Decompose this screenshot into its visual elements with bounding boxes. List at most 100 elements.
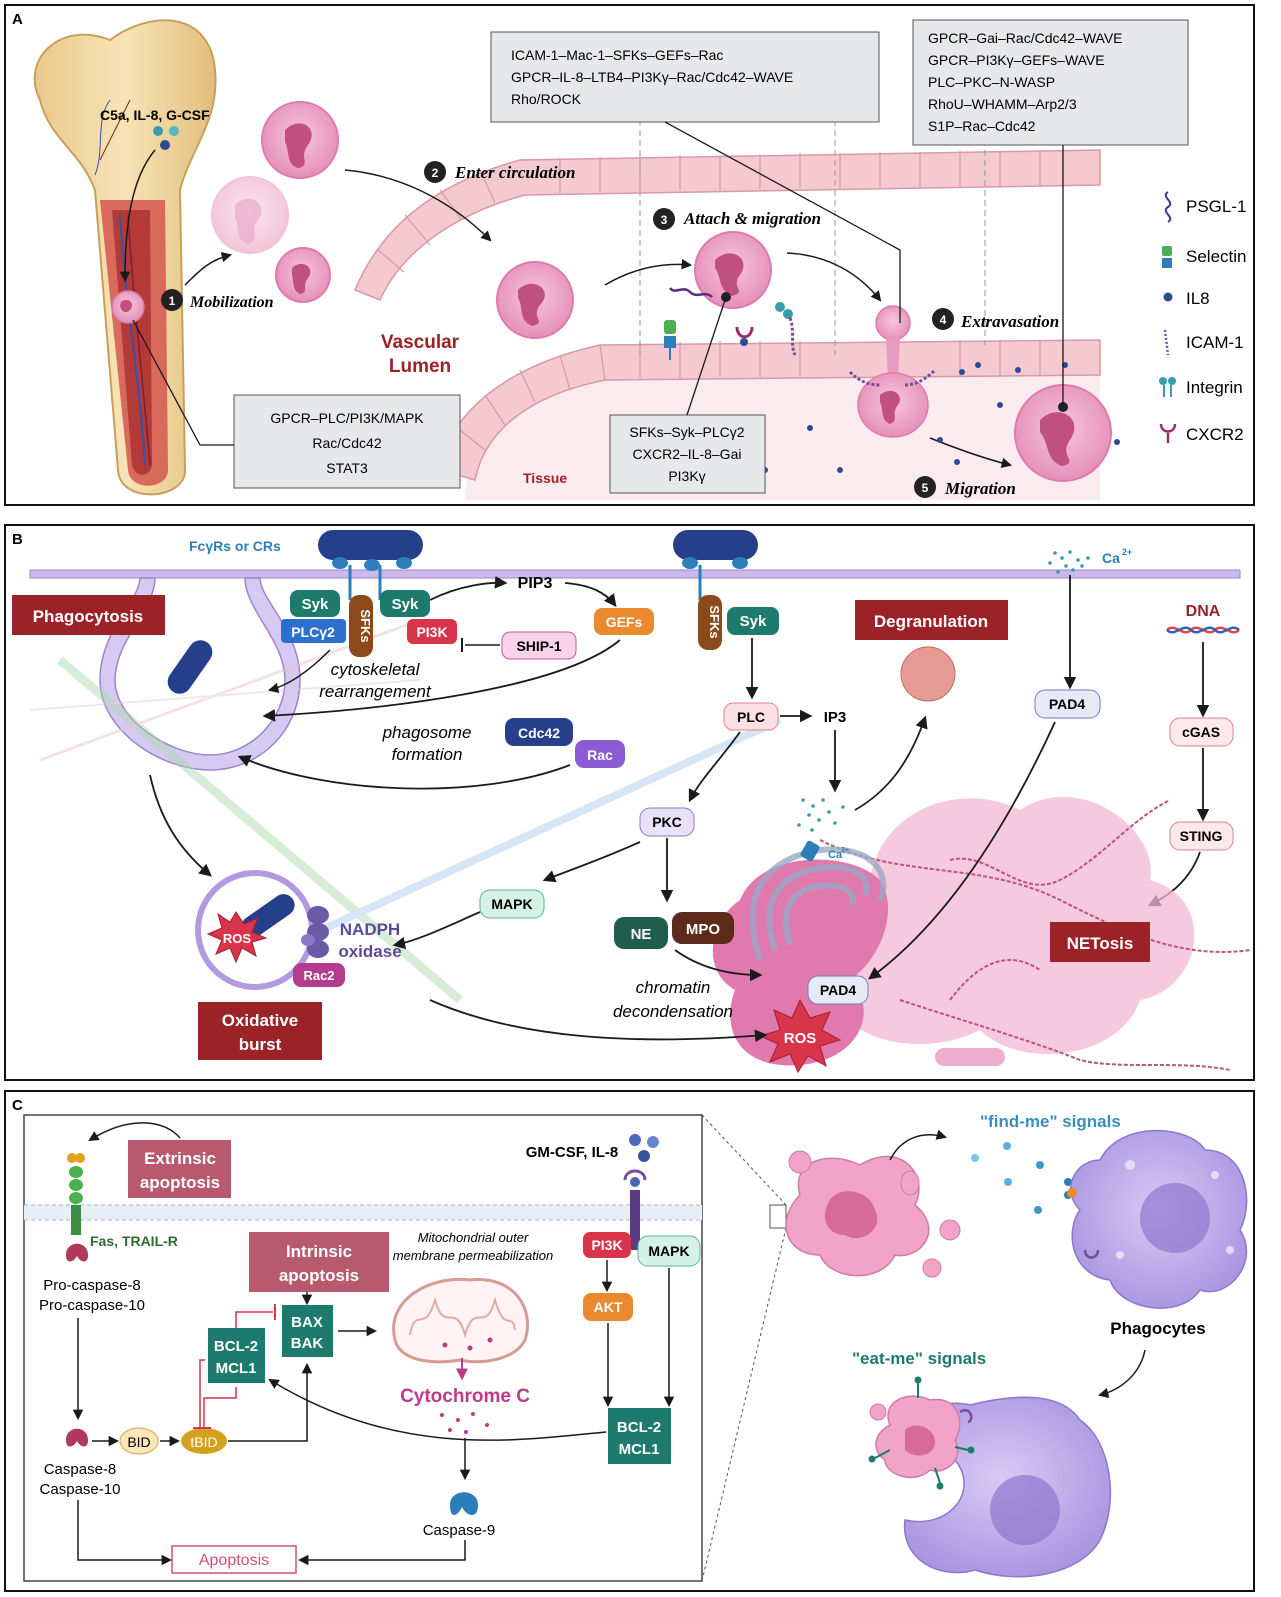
svg-text:S1P–Rac–Cdc42: S1P–Rac–Cdc42 — [928, 118, 1036, 134]
oxidative-burst-box — [198, 1002, 322, 1060]
plasma-membrane — [29, 569, 1241, 579]
bid-node — [119, 1427, 159, 1455]
svg-text:decondensation: decondensation — [613, 1002, 733, 1021]
baxbak-box — [282, 1305, 333, 1357]
plc-box — [723, 702, 779, 731]
panel-a-label: A — [12, 11, 23, 28]
netosis-box — [1050, 922, 1150, 962]
ship1-box — [501, 631, 577, 660]
apoptosis-inset — [23, 1114, 703, 1582]
svg-text:NE: NE — [631, 926, 652, 943]
svg-text:Intrinsic: Intrinsic — [286, 1242, 352, 1261]
svg-text:IP3: IP3 — [824, 709, 847, 726]
bacterium-phagosome — [167, 640, 213, 694]
panel-a: A C5a, IL-8, G-CSF 1 Mobi — [4, 4, 1255, 506]
syk-left-box — [290, 590, 340, 617]
rac2-box — [293, 963, 345, 987]
pkc-box — [639, 807, 695, 837]
rac-box — [575, 740, 625, 768]
svg-text:GEFs: GEFs — [606, 614, 643, 630]
sting-box — [1169, 821, 1234, 851]
svg-text:Caspase-9: Caspase-9 — [423, 1522, 496, 1539]
svg-text:SFKs–Syk–PLCγ2: SFKs–Syk–PLCγ2 — [629, 424, 744, 440]
bcl2-right-box — [608, 1408, 671, 1464]
svg-text:Rho/ROCK: Rho/ROCK — [511, 91, 582, 107]
phagocytosis-box — [12, 595, 165, 635]
svg-text:Cdc42: Cdc42 — [518, 725, 560, 741]
cgas-box — [1169, 717, 1234, 747]
box-bone-pathways: GPCR–PLC/PI3K/MAPK Rac/Cdc42 STAT3 — [233, 394, 461, 489]
lumen-label-2: Lumen — [389, 356, 451, 377]
panel-b: B FcγRs or CRs Phagocy — [4, 524, 1255, 1081]
step-4-badge — [932, 308, 954, 330]
svg-text:Degranulation: Degranulation — [874, 612, 988, 631]
receptors-label: FcγRs or CRs — [189, 538, 281, 554]
step-2-badge — [424, 161, 446, 183]
gefs-box — [594, 608, 654, 635]
sfks-right-box — [698, 595, 722, 650]
svg-text:Rac: Rac — [587, 747, 613, 763]
svg-text:chromatin: chromatin — [636, 978, 711, 997]
svg-text:Caspase-8: Caspase-8 — [44, 1461, 117, 1478]
svg-text:ROS: ROS — [784, 1030, 817, 1047]
svg-text:PLC: PLC — [737, 709, 765, 725]
svg-text:STING: STING — [1180, 828, 1223, 844]
step-3-number: 3 — [661, 213, 668, 227]
phagocytosis-label: Phagocytosis — [33, 607, 144, 626]
svg-text:ICAM-1: ICAM-1 — [1186, 333, 1244, 352]
step-5-badge — [914, 476, 936, 498]
svg-text:BCL-2: BCL-2 — [617, 1419, 661, 1436]
bone-signals-label: C5a, IL-8, G-CSF — [100, 107, 210, 123]
svg-text:GPCR–IL-8–LTB4–PI3Kγ–Rac/Cdc42: GPCR–IL-8–LTB4–PI3Kγ–Rac/Cdc42–WAVE — [511, 69, 793, 85]
akt-box — [583, 1293, 633, 1321]
svg-text:Ca: Ca — [1102, 550, 1120, 566]
svg-text:BAK: BAK — [291, 1335, 324, 1352]
tissue-label: Tissue — [523, 470, 567, 486]
svg-text:Syk: Syk — [392, 596, 419, 613]
svg-text:PLCγ2: PLCγ2 — [291, 624, 335, 640]
svg-text:SFKs: SFKs — [707, 605, 722, 638]
svg-text:Pro-caspase-10: Pro-caspase-10 — [39, 1297, 145, 1314]
gmcsf-molecules — [629, 1134, 659, 1162]
extrinsic-box — [128, 1140, 231, 1198]
svg-text:BCL-2: BCL-2 — [214, 1338, 258, 1355]
step-1-badge — [161, 289, 183, 311]
syk-right-box — [727, 607, 779, 635]
svg-text:MAPK: MAPK — [491, 896, 532, 912]
svg-text:PAD4: PAD4 — [1049, 696, 1086, 712]
degranulation-box — [855, 600, 1008, 640]
lumen-label-1: Vascular — [381, 332, 460, 353]
pip3-label: PIP3 — [518, 575, 553, 592]
svg-text:Apoptosis: Apoptosis — [199, 1552, 269, 1569]
selectin-icon — [1162, 246, 1172, 268]
ros-star-nucleus — [758, 998, 842, 1074]
svg-text:"eat-me" signals: "eat-me" signals — [852, 1349, 986, 1368]
pi3k-box — [407, 619, 457, 644]
granule — [900, 646, 956, 702]
pad4-top-box — [1034, 689, 1101, 719]
phagosome-cup — [99, 577, 301, 771]
caspase9-icon — [450, 1492, 478, 1516]
panel-c: C Extrinsic apoptosis Fas, TRAIL-R Pro-c… — [4, 1090, 1255, 1592]
svg-text:NETosis: NETosis — [1067, 934, 1134, 953]
svg-text:ICAM-1–Mac-1–SFKs–GEFs–Rac: ICAM-1–Mac-1–SFKs–GEFs–Rac — [511, 47, 723, 63]
svg-text:Syk: Syk — [302, 596, 329, 613]
calcium-dots-er — [797, 798, 845, 832]
svg-text:Mitochondrial outer: Mitochondrial outer — [418, 1230, 529, 1245]
pad4-nucleus-box — [807, 975, 869, 1005]
mpo-box — [672, 912, 734, 944]
svg-text:tBID: tBID — [190, 1434, 217, 1450]
apoptotic-cell — [785, 1150, 961, 1278]
svg-text:PKC: PKC — [652, 814, 682, 830]
svg-text:Fas, TRAIL-R: Fas, TRAIL-R — [90, 1233, 178, 1249]
svg-text:MCL1: MCL1 — [216, 1360, 257, 1377]
psgl1-icon — [1164, 191, 1172, 223]
ros-star-phagosome — [206, 911, 268, 964]
svg-text:Integrin: Integrin — [1186, 378, 1243, 397]
svg-text:BAX: BAX — [291, 1314, 323, 1331]
gm-csf-receptor — [623, 1169, 647, 1250]
step-1-number: 1 — [169, 294, 176, 308]
bcl2-left-box — [208, 1328, 265, 1383]
svg-text:PI3Kγ: PI3Kγ — [668, 468, 705, 484]
phagocyte-top — [1067, 1129, 1248, 1309]
